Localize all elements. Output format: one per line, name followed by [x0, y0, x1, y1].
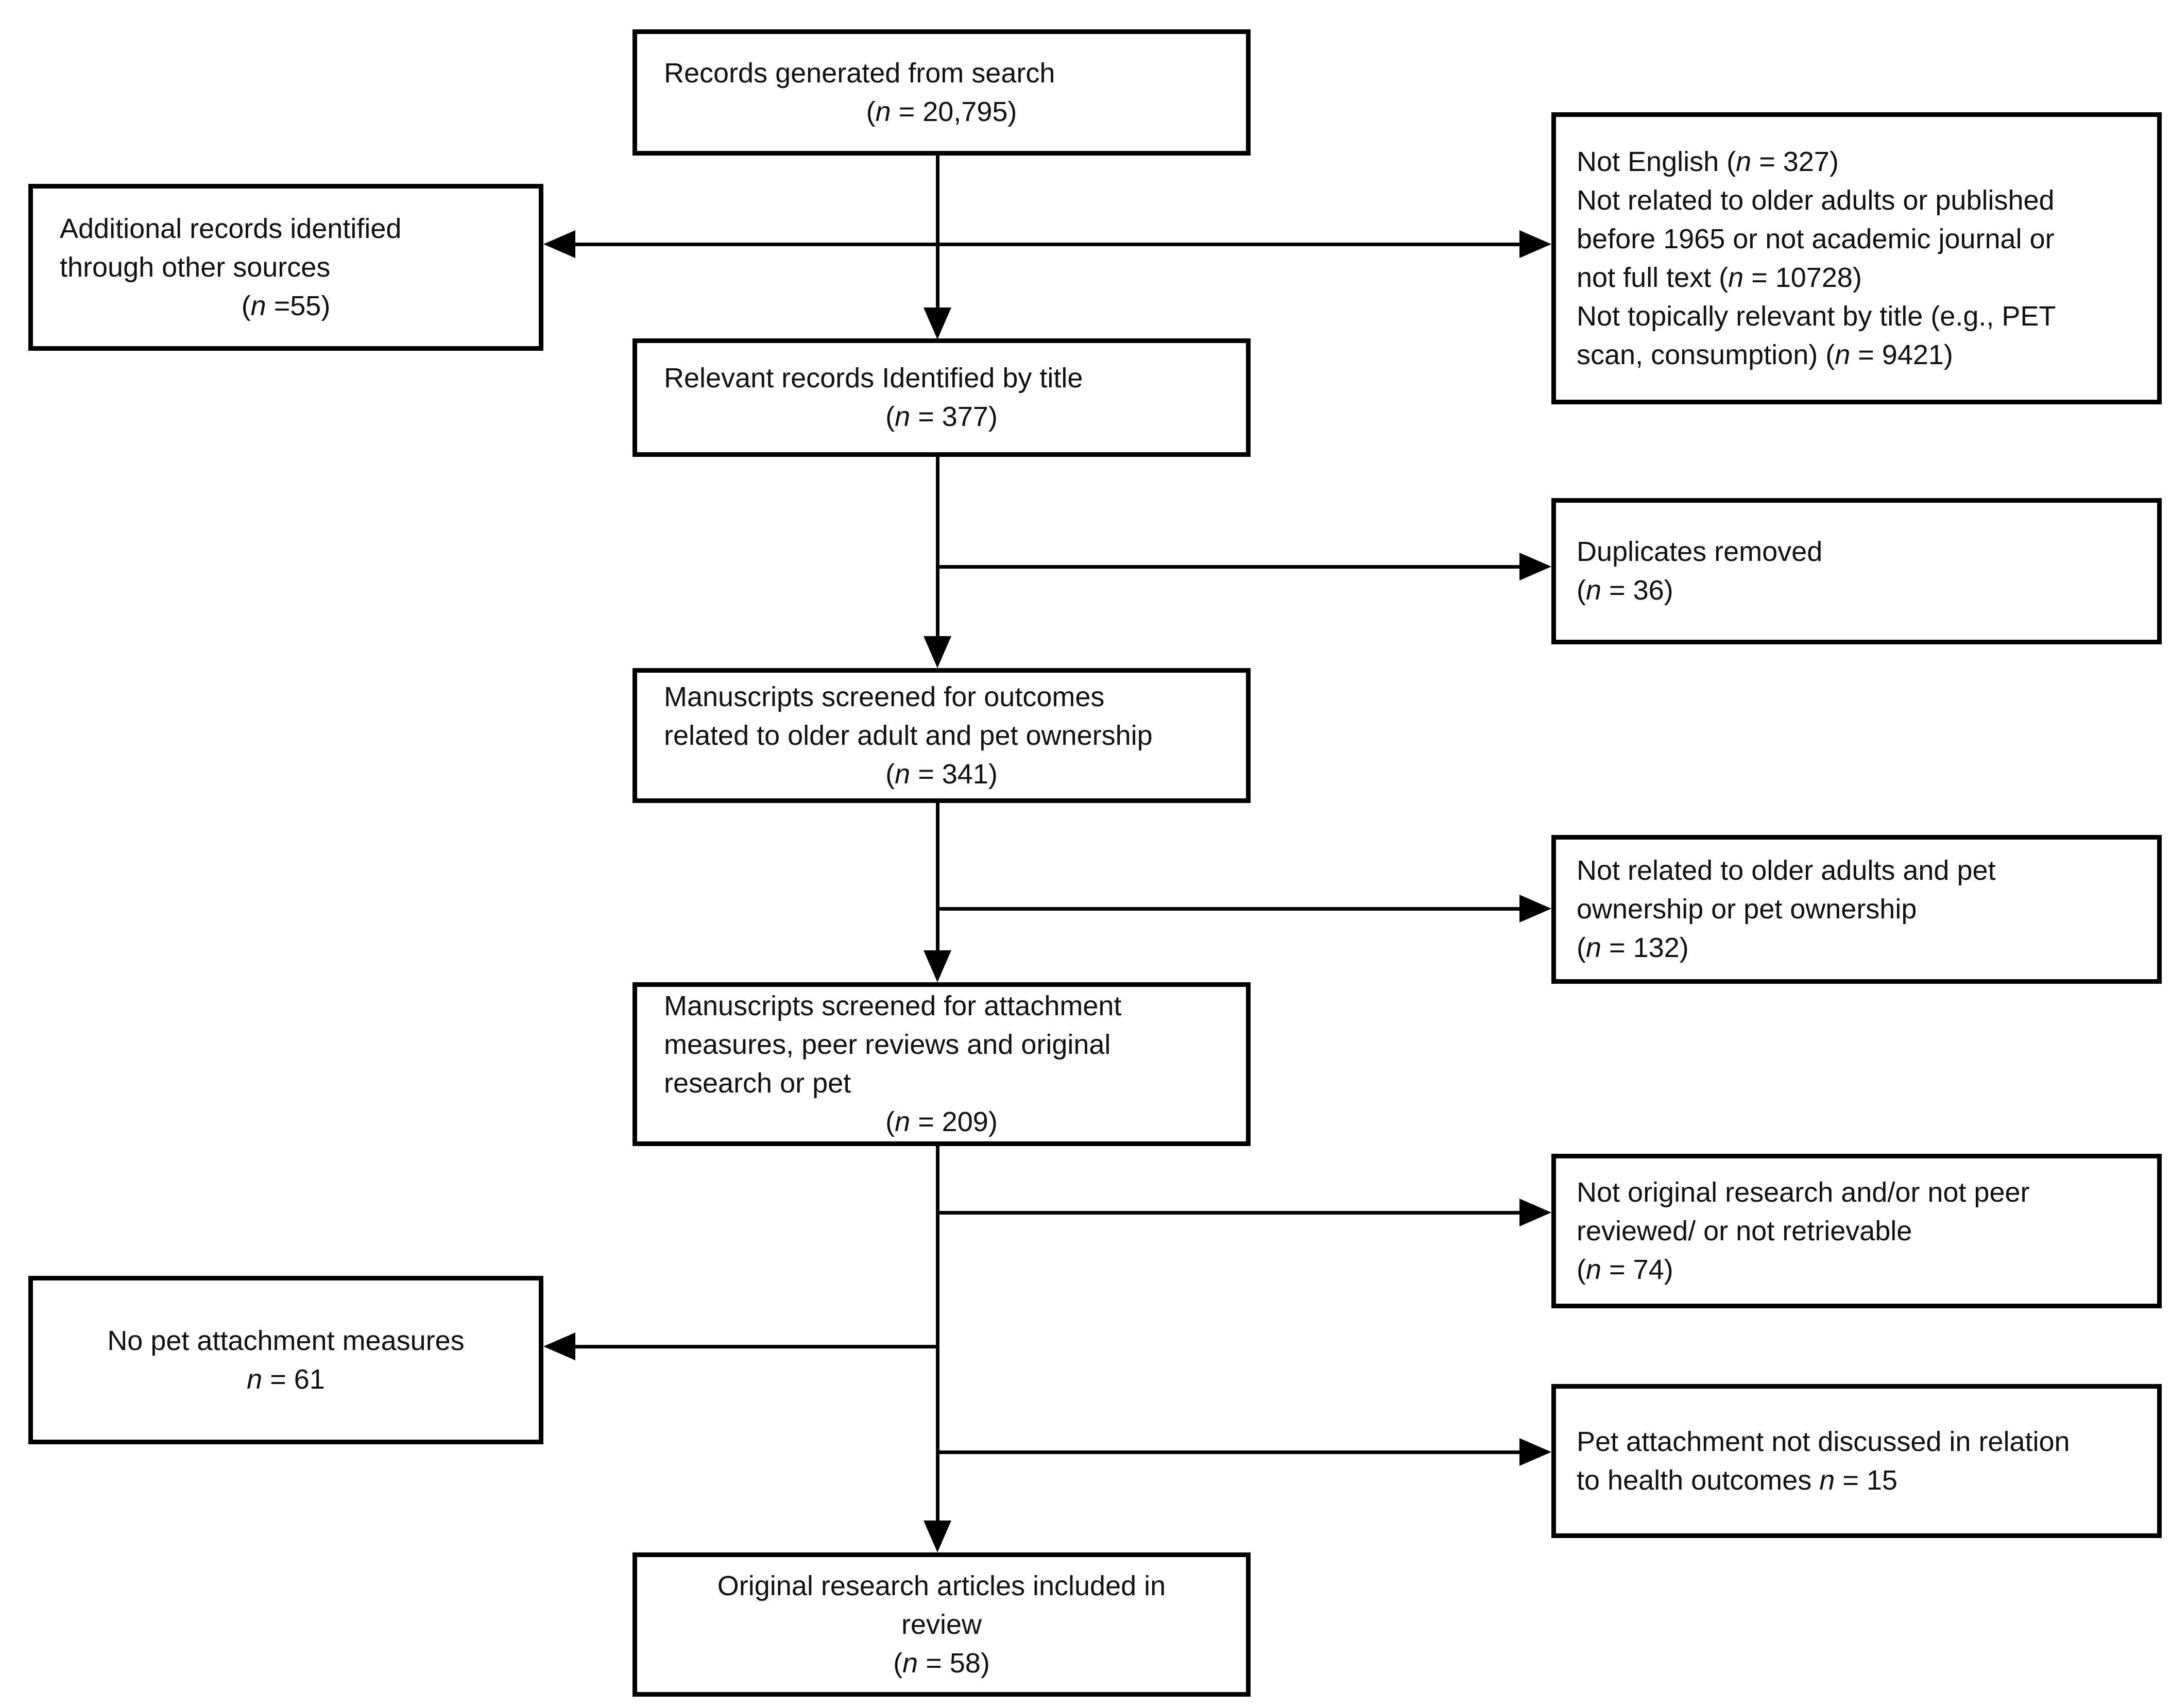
box-line: (n = 377) [885, 401, 998, 432]
box-records-generated: Records generated from search (n = 20,79… [633, 29, 1251, 156]
box-included-in-review: Original research articles included in r… [633, 1552, 1251, 1697]
box-line: (n = 341) [885, 758, 998, 790]
box-line: research or pet [664, 1068, 851, 1099]
box-line: Not related to older adults and pet [1577, 855, 1996, 886]
box-line: Manuscripts screened for attachment [664, 990, 1122, 1021]
box-line: to health outcomes n = 15 [1577, 1464, 1898, 1496]
box-relevant-by-title: Relevant records Identified by title (n … [633, 338, 1251, 457]
arrowhead-down-icon [924, 1521, 951, 1552]
box-line: (n =55) [241, 290, 331, 321]
box-line: Pet attachment not discussed in relation [1577, 1426, 2070, 1457]
box-not-related-ownership: Not related to older adults and pet owne… [1551, 835, 2162, 984]
box-line: Not related to older adults or published [1577, 184, 2055, 216]
box-line: Original research articles included in [717, 1570, 1166, 1601]
connector-search-to-relevant [936, 156, 939, 309]
arrowhead-left-icon [543, 1333, 575, 1360]
arrowhead-right-icon [1519, 553, 1551, 580]
box-line: n = 61 [247, 1363, 325, 1395]
box-line: ownership or pet ownership [1577, 894, 1917, 925]
arrowhead-down-icon [924, 636, 951, 668]
connector-attachment-to-included [936, 1146, 939, 1522]
box-not-original-research: Not original research and/or not peer re… [1551, 1154, 2162, 1308]
box-line: review [901, 1609, 982, 1640]
box-line: reviewed/ or not retrievable [1577, 1215, 1912, 1246]
box-line: (n = 36) [1577, 575, 1673, 606]
box-line: Not English (n = 327) [1577, 146, 1839, 177]
box-line: measures, peer reviews and original [664, 1029, 1111, 1060]
box-screened-outcomes: Manuscripts screened for outcomes relate… [633, 668, 1251, 803]
box-no-attachment-measures: No pet attachment measures n = 61 [28, 1276, 543, 1444]
box-line: Not topically relevant by title (e.g., P… [1577, 300, 2056, 332]
connector-not-discussed-branch [937, 1450, 1519, 1454]
box-line: scan, consumption) (n = 9421) [1577, 339, 1953, 370]
box-line: Records generated from search [664, 57, 1055, 89]
box-line: (n = 20,795) [866, 96, 1017, 127]
box-line: related to older adult and pet ownership [664, 720, 1153, 751]
box-line: No pet attachment measures [107, 1325, 465, 1356]
arrowhead-down-icon [924, 308, 951, 339]
box-line: (n = 74) [1577, 1254, 1673, 1285]
connector-no-measures-branch [575, 1345, 939, 1348]
box-line: Duplicates removed [1577, 536, 1823, 567]
connector-duplicates-branch [937, 565, 1519, 569]
box-duplicates-removed: Duplicates removed (n = 36) [1551, 498, 2162, 644]
box-line: (n = 58) [893, 1647, 990, 1679]
arrowhead-right-icon [1519, 1438, 1551, 1466]
arrowhead-right-icon [1519, 895, 1551, 923]
connector-relevant-to-outcomes [936, 457, 939, 637]
arrowhead-left-icon [543, 230, 575, 258]
arrowhead-right-icon [1519, 1199, 1551, 1226]
box-additional-sources: Additional records identified through ot… [28, 184, 543, 351]
connector-not-related-branch [937, 907, 1519, 911]
box-excluded-title-screen: Not English (n = 327) Not related to old… [1551, 112, 2162, 404]
box-screened-attachment: Manuscripts screened for attachment meas… [633, 982, 1251, 1146]
arrowhead-right-icon [1519, 230, 1551, 258]
connector-not-original-branch [937, 1211, 1519, 1215]
box-line: Additional records identified [60, 213, 402, 244]
box-line: before 1965 or not academic journal or [1577, 223, 2055, 254]
box-attachment-not-discussed: Pet attachment not discussed in relation… [1551, 1384, 2162, 1538]
box-line: (n = 132) [1577, 932, 1689, 963]
arrowhead-down-icon [924, 950, 951, 982]
box-line: Not original research and/or not peer [1577, 1176, 2030, 1208]
box-line: (n = 209) [885, 1106, 998, 1137]
box-line: Relevant records Identified by title [664, 363, 1083, 394]
connector-title-screen-branch [575, 243, 1521, 246]
connector-outcomes-to-attachment [936, 803, 939, 951]
box-line: through other sources [60, 251, 331, 283]
box-line: not full text (n = 10728) [1577, 262, 1862, 293]
box-line: Manuscripts screened for outcomes [664, 681, 1105, 712]
